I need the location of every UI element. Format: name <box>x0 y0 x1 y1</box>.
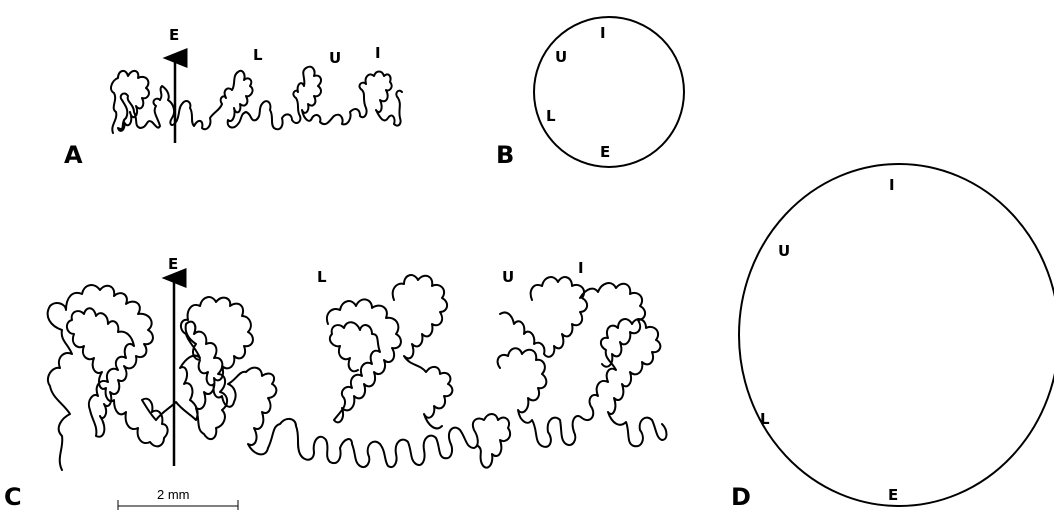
lobe-label-u-d: U <box>778 242 790 260</box>
lobe-label-l-d: L <box>760 410 770 428</box>
lobe-label-e-b: E <box>600 143 610 161</box>
panel-a: E L U I A <box>64 26 402 169</box>
scale-bar-label: 2 mm <box>157 487 190 502</box>
lobe-label-u-b: U <box>555 48 567 66</box>
panel-b: I U L E B <box>496 17 684 169</box>
lobe-label-i-d: I <box>889 176 895 194</box>
lobe-label-l-a: L <box>253 46 263 64</box>
panel-letter-d: D <box>731 483 751 510</box>
lobe-label-u-c: U <box>502 268 514 286</box>
lobe-label-i-c: I <box>578 259 584 277</box>
lobe-label-e-d: E <box>888 486 898 504</box>
lobe-label-l-b: L <box>546 107 556 125</box>
panel-letter-a: A <box>64 141 83 169</box>
lobe-label-e-c: E <box>168 255 178 273</box>
suture-line-c <box>48 275 667 470</box>
lobe-label-e-a: E <box>169 26 179 44</box>
whorl-outline-d <box>739 164 1054 506</box>
lobe-label-u-a: U <box>329 49 341 67</box>
suture-line-a <box>111 67 402 133</box>
panel-letter-c: C <box>4 483 22 510</box>
scale-bar: 2 mm <box>118 487 238 510</box>
panel-letter-b: B <box>496 141 514 169</box>
lobe-label-i-b: I <box>600 24 606 42</box>
panel-c: E L U I C <box>4 255 667 510</box>
lobe-label-l-c: L <box>317 268 327 286</box>
lobe-label-i-a: I <box>375 44 381 62</box>
panel-d: I U L E D <box>731 164 1054 510</box>
